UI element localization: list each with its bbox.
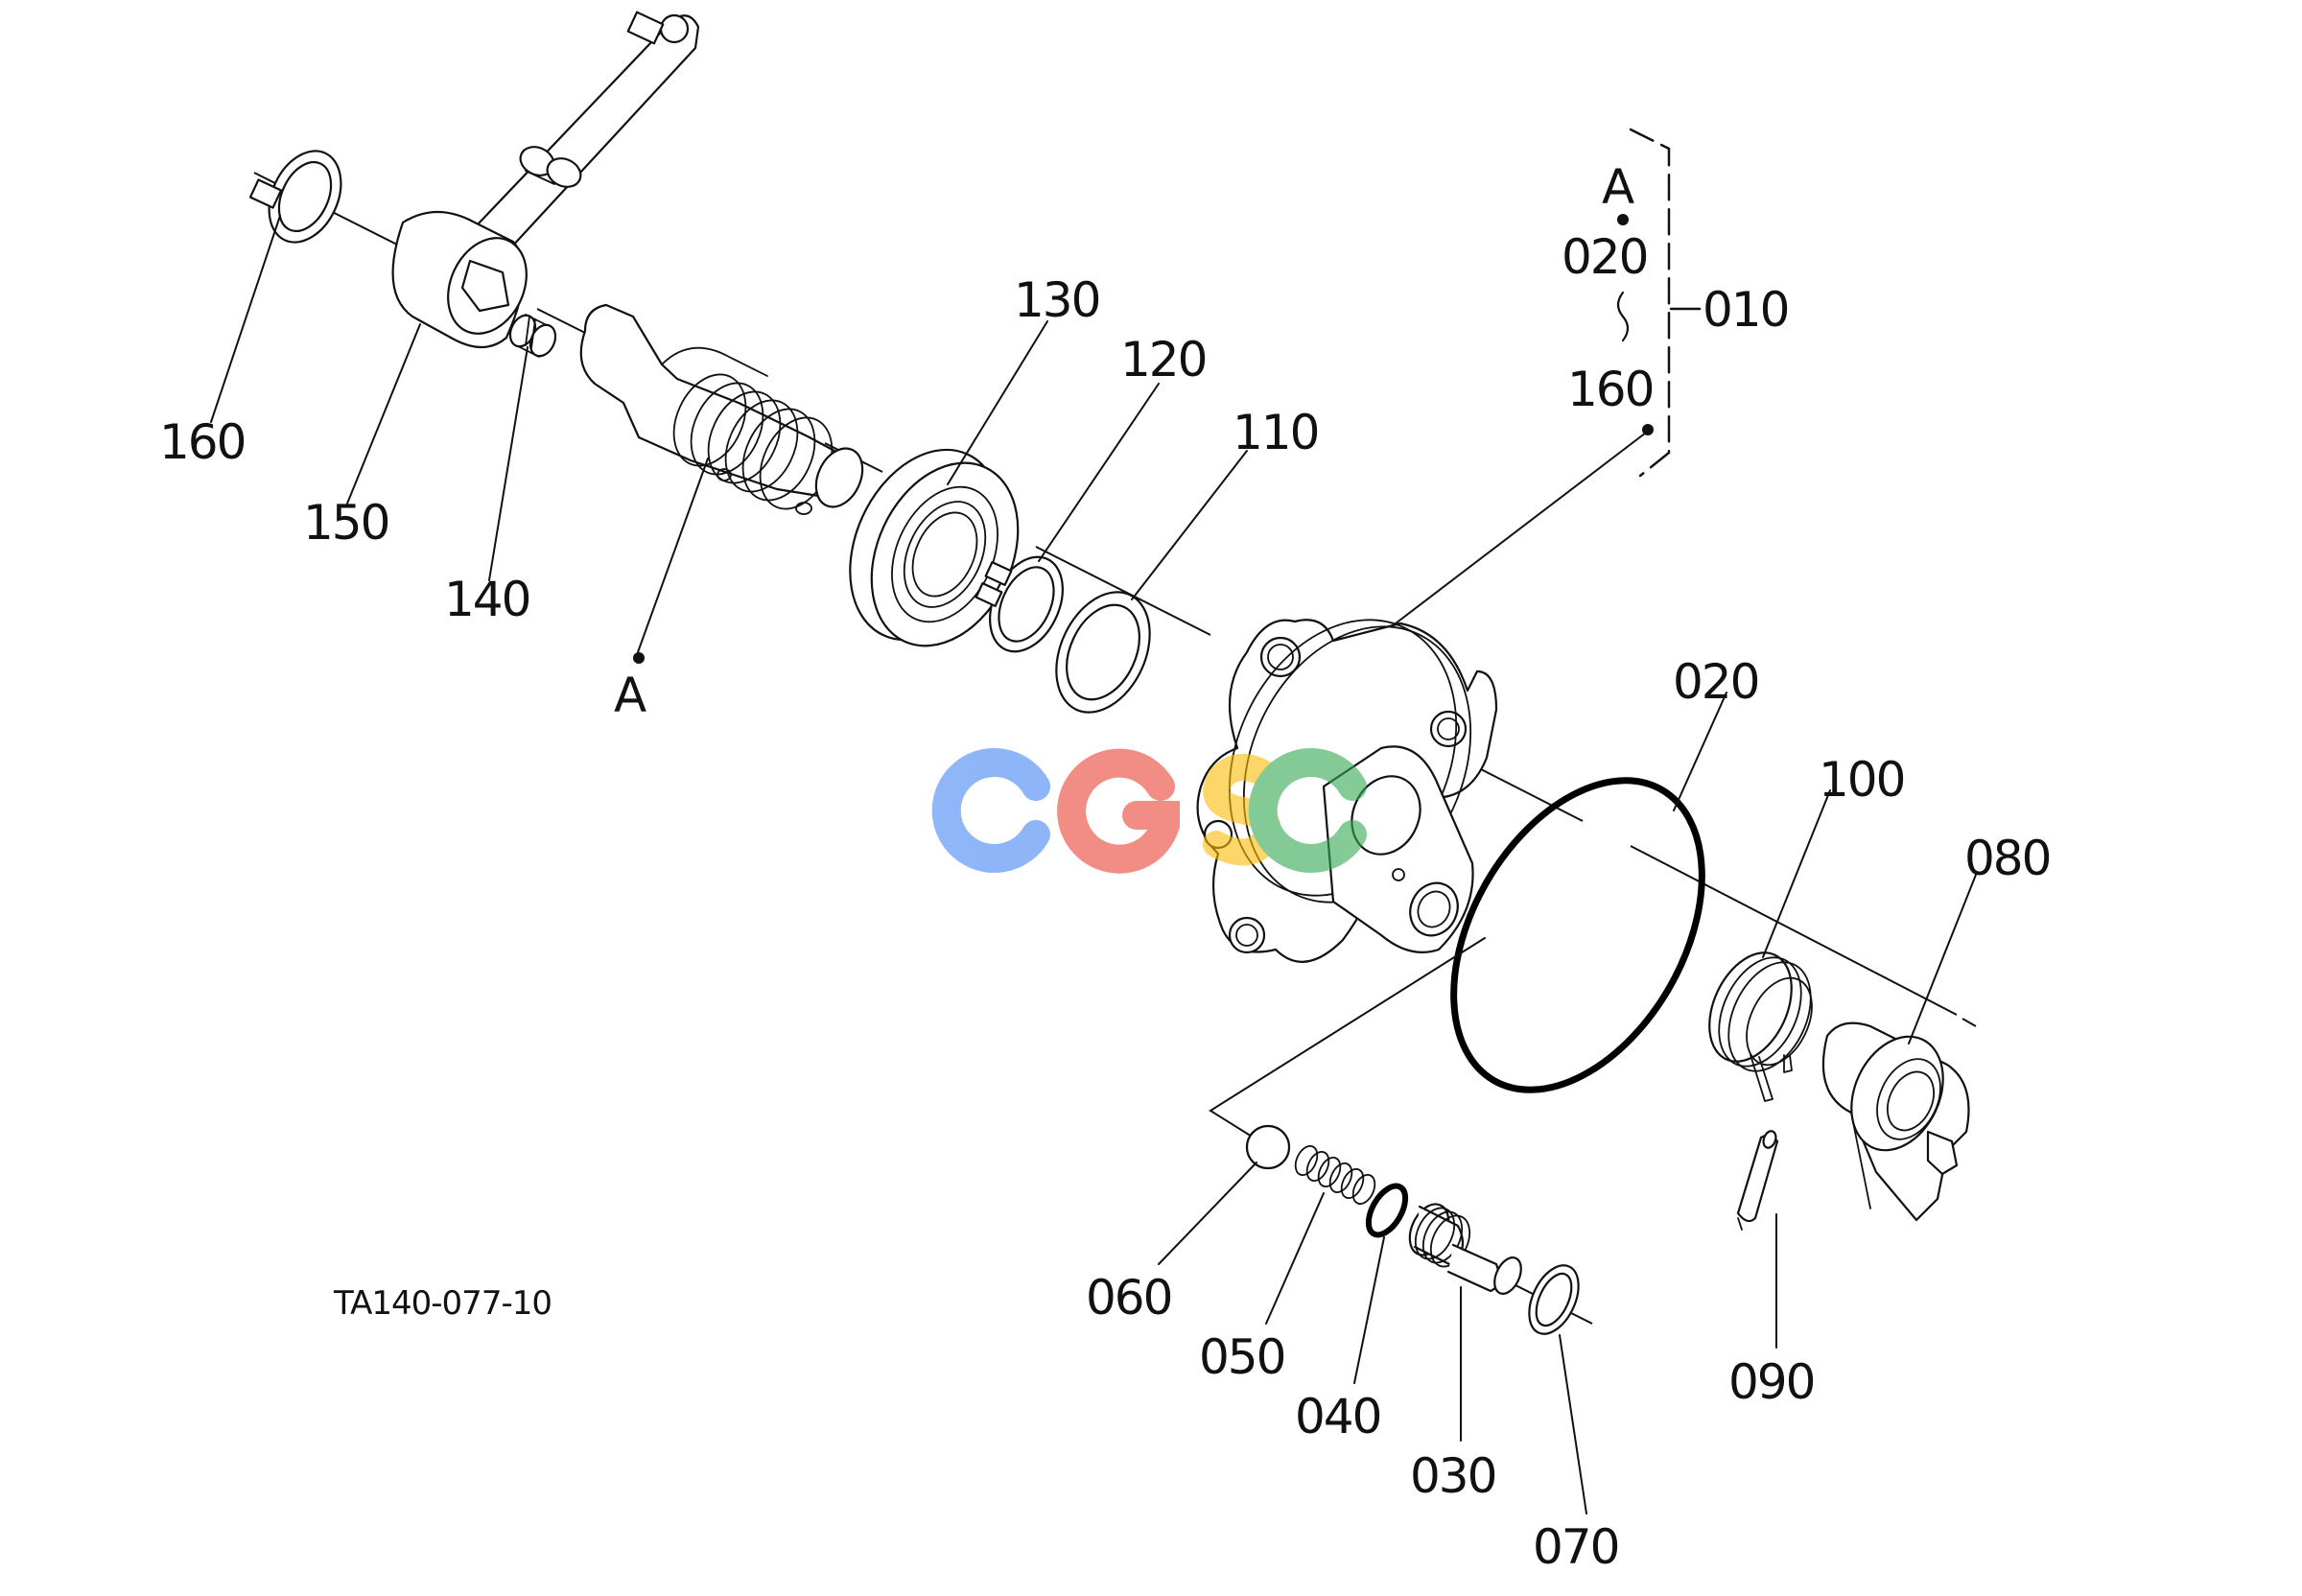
bracket-from-part: 020 (1562, 229, 1647, 285)
callout-030: 030 (1410, 1448, 1495, 1504)
o-ring-020 (1450, 777, 1705, 1093)
o-ring-040 (1365, 1183, 1409, 1238)
lever-arm-150 (391, 11, 700, 348)
watermark-logo (931, 748, 1367, 874)
set-screw-140 (508, 314, 557, 358)
ball-060 (1245, 1124, 1291, 1170)
watermark-letter-c-blue (931, 748, 1050, 873)
callout-160: 160 (159, 414, 245, 470)
callout-150: 150 (303, 495, 388, 551)
leader-lines (210, 215, 1977, 1514)
callout-090: 090 (1728, 1354, 1814, 1410)
callout-140: 140 (444, 572, 529, 627)
spring-050 (1294, 1144, 1376, 1206)
snap-ring-120 (975, 555, 1064, 653)
snap-ring-070 (1528, 1264, 1580, 1335)
callout-120: 120 (1120, 332, 1206, 387)
drawing-code: TA140-077-10 (333, 1284, 552, 1323)
bracket-to-part: 160 (1567, 362, 1653, 417)
torsion-spring-100 (1708, 951, 1813, 1102)
bracket-assembly: 010 (1703, 282, 1788, 338)
lever-collar-080 (1821, 1021, 1970, 1222)
circlip-160 (248, 150, 342, 244)
shaft (579, 303, 864, 515)
assembly-bracket (1616, 128, 1702, 478)
watermark-letter-s-yellow (1203, 754, 1281, 866)
callout-a-ref: A (614, 668, 646, 723)
washer-110 (1055, 591, 1151, 714)
callout-060: 060 (1086, 1270, 1171, 1326)
valve-plug-030 (1408, 1203, 1522, 1295)
bracket-ref-a: A (1602, 159, 1634, 215)
watermark-letter-c-green (1248, 748, 1367, 873)
watermark-letter-g-red (1057, 748, 1180, 874)
callout-100: 100 (1819, 752, 1904, 808)
callout-050: 050 (1199, 1329, 1284, 1385)
callout-130: 130 (1014, 272, 1099, 328)
callout-070: 070 (1533, 1519, 1618, 1575)
callout-040: 040 (1295, 1389, 1380, 1444)
callout-labels: 160 150 140 A 130 120 110 020 100 080 09… (159, 159, 2052, 1575)
callout-020: 020 (1673, 654, 1758, 710)
callout-080: 080 (1964, 831, 2050, 886)
roll-pin-090 (1736, 1130, 1779, 1231)
callout-110: 110 (1233, 405, 1318, 460)
reference-dots (633, 214, 1654, 664)
